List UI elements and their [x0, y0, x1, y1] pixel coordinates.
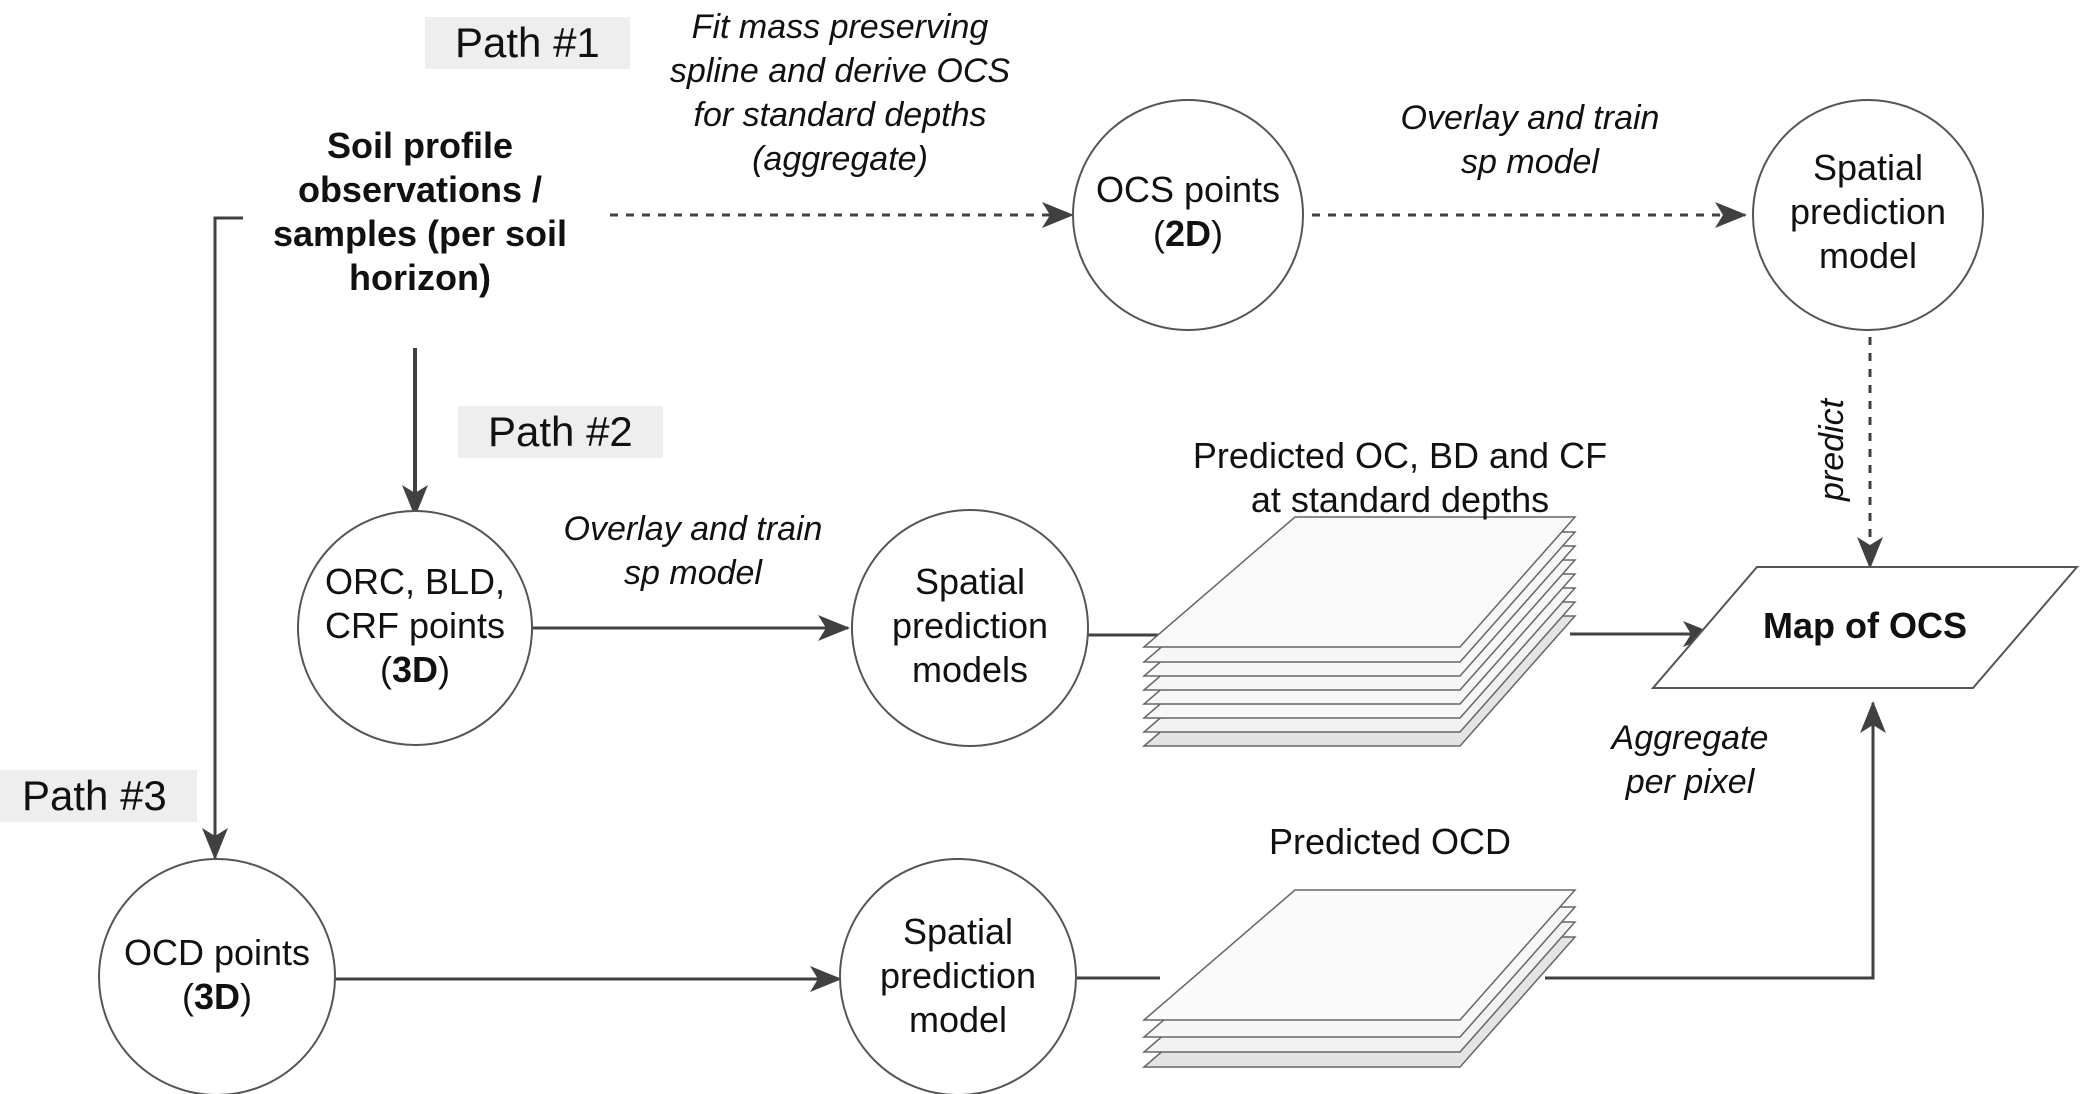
- path2-models-label: Spatial prediction models: [853, 560, 1087, 692]
- node-line: OCS points: [1095, 169, 1281, 210]
- path2-models-node: [851, 509, 1089, 747]
- path1-train-label: Overlay and train sp model: [1370, 96, 1690, 184]
- path1-model-node: [1752, 99, 1984, 331]
- source-line: samples (per soil: [272, 213, 568, 254]
- path2-stack-label: Predicted OC, BD and CF at standard dept…: [1160, 434, 1640, 522]
- stack-layer: [1141, 889, 1577, 1021]
- label-line: Fit mass preserving: [691, 8, 989, 46]
- predict-label: predict: [1813, 398, 1851, 502]
- soil-observations-source: Soil profile observations / samples (per…: [240, 124, 600, 300]
- node-line: prediction: [891, 605, 1049, 646]
- node-line: Spatial: [914, 561, 1026, 602]
- path1-model-label: Spatial prediction model: [1753, 146, 1983, 278]
- label-line: sp model: [624, 554, 762, 592]
- source-line: observations /: [297, 169, 543, 210]
- path1-step-label: Fit mass preserving spline and derive OC…: [620, 5, 1060, 181]
- path2-tag: Path #2: [458, 406, 663, 458]
- node-line: Spatial: [1812, 147, 1924, 188]
- aggregate-label: Aggregate per pixel: [1560, 716, 1820, 804]
- path2-points-node: [297, 510, 533, 746]
- node-line: CRF points: [324, 605, 506, 646]
- ocs-points-label: OCS points (2D): [1073, 168, 1303, 256]
- label-line: for standard depths: [693, 96, 987, 134]
- map-of-ocs-output: [1650, 566, 2080, 689]
- node-line: OCD points: [123, 932, 311, 973]
- path1-tag: Path #1: [425, 17, 630, 69]
- path3-arrow-to-map: [1545, 701, 1886, 980]
- dimension-tag: 3D: [193, 976, 241, 1017]
- source-line: horizon): [349, 257, 491, 298]
- node-line: prediction: [879, 955, 1037, 996]
- path2-layer-stack: [1141, 516, 1577, 747]
- label-line: sp model: [1461, 143, 1599, 181]
- path3-arrow-down: [202, 216, 243, 860]
- label-line: Aggregate: [1611, 719, 1769, 757]
- ocs-points-node: [1072, 99, 1304, 331]
- node-dim-line: (3D): [181, 976, 253, 1017]
- label-line: Overlay and train: [1400, 99, 1660, 137]
- label-line: (aggregate): [752, 140, 928, 178]
- node-line: model: [908, 999, 1008, 1040]
- path2-points-label: ORC, BLD, CRF points (3D): [298, 560, 532, 692]
- label-line: Overlay and train: [563, 510, 823, 548]
- node-line: ORC, BLD,: [324, 561, 506, 602]
- node-dim-line: (2D): [1152, 213, 1224, 254]
- label-line: at standard depths: [1250, 479, 1550, 520]
- path3-model-label: Spatial prediction model: [841, 910, 1075, 1042]
- source-line: Soil profile: [326, 125, 513, 166]
- node-line: model: [1818, 235, 1918, 276]
- node-line: Spatial: [902, 911, 1014, 952]
- node-dim-line: (3D): [379, 649, 451, 690]
- map-of-ocs-label: Map of OCS: [1763, 605, 1967, 646]
- path3-model-node: [839, 858, 1077, 1094]
- node-line: models: [911, 649, 1029, 690]
- dimension-tag: 2D: [1164, 213, 1212, 254]
- label-line: per pixel: [1625, 763, 1755, 801]
- stack-layer: [1141, 516, 1577, 648]
- node-line: prediction: [1789, 191, 1947, 232]
- path3-points-label: OCD points (3D): [100, 931, 334, 1019]
- path2-train-label: Overlay and train sp model: [538, 507, 848, 595]
- path3-stack-label: Predicted OCD: [1268, 821, 1512, 862]
- path3-layer-stack: [1141, 889, 1577, 1068]
- dimension-tag: 3D: [391, 649, 439, 690]
- label-line: Predicted OC, BD and CF: [1192, 435, 1608, 476]
- label-line: spline and derive OCS: [669, 52, 1011, 90]
- path3-tag: Path #3: [0, 770, 197, 822]
- path3-points-node: [98, 858, 336, 1094]
